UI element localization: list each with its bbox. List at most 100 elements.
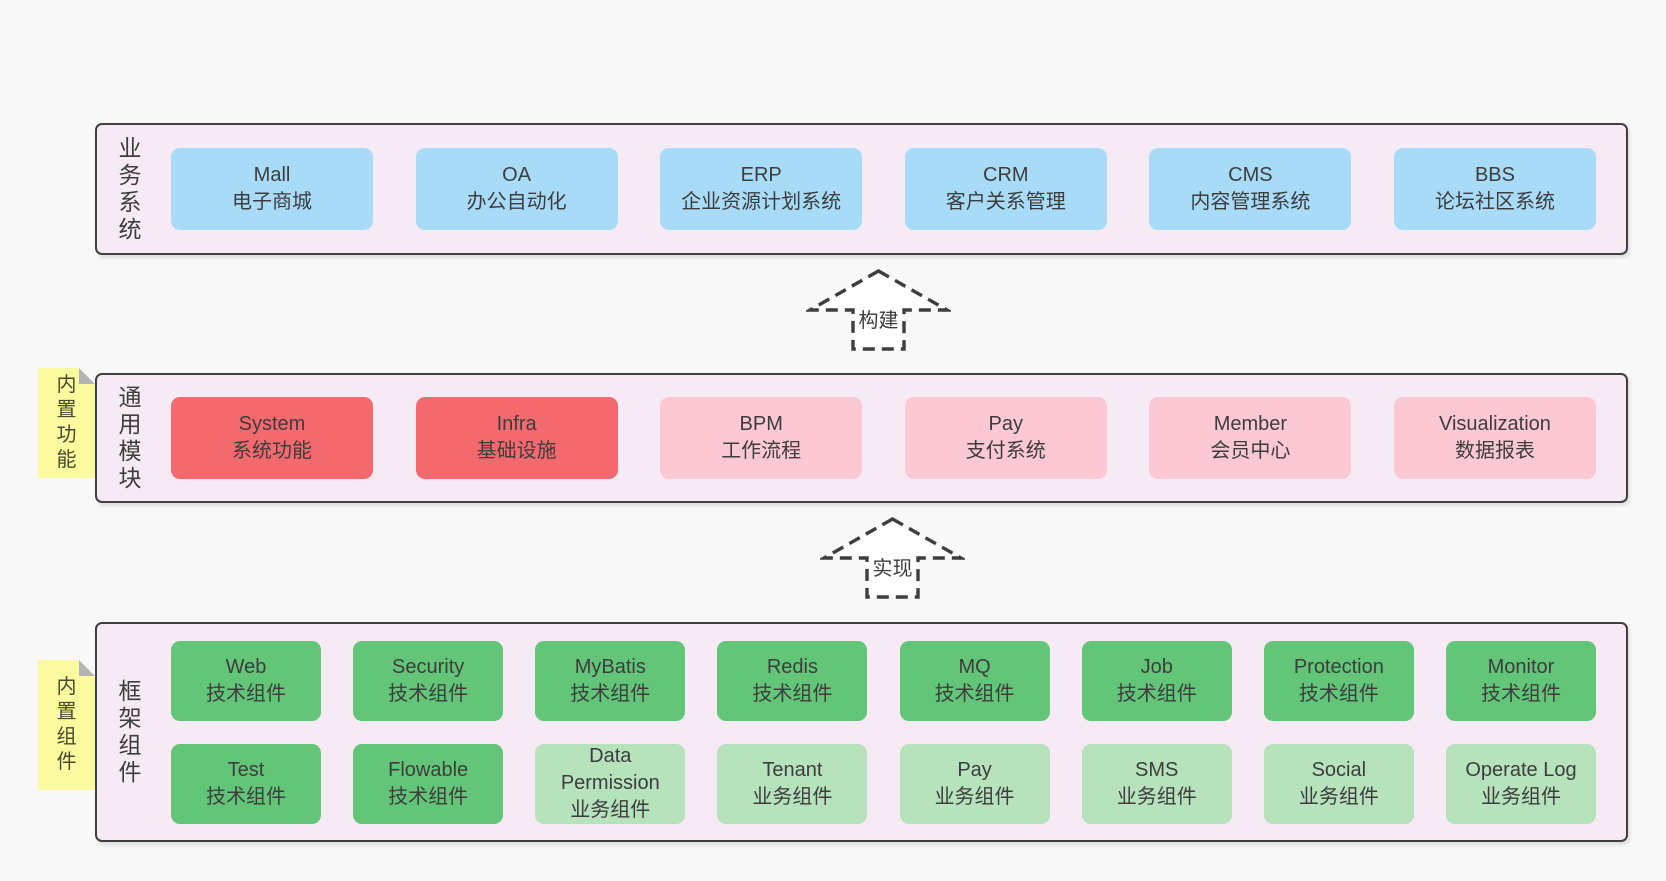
- box-pay: Pay 支付系统: [904, 397, 1107, 479]
- box-title-en: Web: [225, 655, 267, 678]
- box-title-zh: 系统功能: [232, 440, 312, 462]
- box-title-en: CMS: [1228, 164, 1273, 186]
- up-arrow-icon: [820, 517, 965, 599]
- box-title-en: MQ: [958, 655, 991, 678]
- box-bbs: BBS 论坛社区系统: [1393, 148, 1596, 230]
- box-title-zh: 业务组件: [1298, 785, 1379, 808]
- box-title-en: Security: [392, 655, 465, 678]
- common-modules-section: 通用模块 System 系统功能 Infra 基础设施 BPM 工作流程 Pay…: [95, 373, 1628, 503]
- box-title-en: Redis: [766, 655, 818, 678]
- business-systems-label: 业务系统: [118, 135, 142, 242]
- box-infra: Infra 基础设施: [415, 397, 618, 479]
- common-modules-boxes: System 系统功能 Infra 基础设施 BPM 工作流程 Pay 支付系统…: [143, 397, 1626, 479]
- box-mall: Mall 电子商城: [171, 148, 373, 230]
- box-title-en: Monitor: [1487, 655, 1555, 678]
- box-job: Job 技术组件: [1081, 640, 1232, 721]
- box-title-en: BPM: [739, 413, 783, 435]
- box-flowable: Flowable 技术组件: [353, 743, 504, 824]
- box-title-zh: 业务组件: [934, 785, 1015, 808]
- box-title-zh: 技术组件: [388, 785, 469, 808]
- box-monitor: Monitor 技术组件: [1445, 640, 1596, 721]
- box-title-zh: 企业资源计划系统: [681, 191, 842, 213]
- business-systems-boxes: Mall 电子商城 OA 办公自动化 ERP 企业资源计划系统 CRM 客户关系…: [143, 148, 1626, 230]
- box-title-en: Social: [1311, 758, 1367, 781]
- built-in-components-tag: 内置组件: [38, 660, 95, 790]
- box-title-zh: 业务组件: [1116, 785, 1197, 808]
- built-in-features-tag: 内置功能: [38, 368, 95, 478]
- box-web: Web 技术组件: [171, 640, 321, 721]
- box-title-en: Pay: [957, 758, 992, 781]
- box-title-zh: 技术组件: [752, 682, 833, 705]
- box-mq: MQ 技术组件: [899, 640, 1050, 721]
- box-title-en: CRM: [983, 164, 1029, 186]
- box-title-zh: 业务组件: [1480, 785, 1561, 808]
- box-bpm: BPM 工作流程: [660, 397, 863, 479]
- box-crm: CRM 客户关系管理: [904, 148, 1107, 230]
- box-title-en: Data Permission: [560, 745, 660, 794]
- box-title-zh: 电子商城: [232, 191, 312, 213]
- box-tenant: Tenant 业务组件: [717, 743, 868, 824]
- box-test: Test 技术组件: [171, 743, 321, 824]
- box-protection: Protection 技术组件: [1263, 640, 1414, 721]
- box-title-en: ERP: [740, 164, 782, 186]
- built-in-features-tag-label: 内置功能: [56, 374, 77, 471]
- framework-components-section: 框架组件 Web 技术组件 Security 技术组件 MyBatis 技术组件…: [95, 622, 1628, 842]
- box-title-zh: 业务组件: [570, 799, 651, 821]
- box-title-en: SMS: [1135, 758, 1179, 781]
- box-title-zh: 会员中心: [1210, 440, 1291, 462]
- framework-row-2: Test 技术组件 Flowable 技术组件 Data Permission …: [171, 743, 1596, 824]
- folded-corner-icon: [79, 660, 95, 676]
- box-erp: ERP 企业资源计划系统: [660, 148, 863, 230]
- box-mybatis: MyBatis 技术组件: [535, 640, 686, 721]
- box-title-zh: 办公自动化: [466, 191, 567, 213]
- built-in-components-tag-label: 内置组件: [56, 676, 77, 773]
- box-title-en: Tenant: [762, 758, 823, 781]
- box-pay-biz: Pay 业务组件: [899, 743, 1050, 824]
- box-sms: SMS 业务组件: [1081, 743, 1232, 824]
- box-title-zh: 内容管理系统: [1190, 191, 1311, 213]
- box-title-zh: 技术组件: [388, 682, 469, 705]
- implement-arrow-label: 实现: [872, 558, 913, 580]
- box-redis: Redis 技术组件: [717, 640, 868, 721]
- box-title-zh: 技术组件: [206, 785, 286, 808]
- box-title-en: Test: [227, 758, 265, 781]
- box-oa: OA 办公自动化: [415, 148, 618, 230]
- framework-components-label: 框架组件: [118, 678, 142, 785]
- box-title-en: Flowable: [388, 758, 469, 781]
- box-title-zh: 基础设施: [476, 440, 557, 462]
- build-arrow-label: 构建: [858, 310, 899, 332]
- box-social: Social 业务组件: [1263, 743, 1414, 824]
- build-arrow: 构建: [806, 268, 951, 352]
- framework-row-1: Web 技术组件 Security 技术组件 MyBatis 技术组件 Redi…: [171, 640, 1596, 721]
- box-title-zh: 客户关系管理: [945, 191, 1066, 213]
- box-title-en: MyBatis: [574, 655, 646, 678]
- box-title-zh: 技术组件: [934, 682, 1015, 705]
- box-title-en: OA: [502, 164, 532, 186]
- box-system: System 系统功能: [171, 397, 373, 479]
- folded-corner-icon: [79, 368, 95, 384]
- box-title-en: Job: [1140, 655, 1173, 678]
- box-title-zh: 工作流程: [721, 440, 802, 462]
- box-security: Security 技术组件: [353, 640, 504, 721]
- box-operate-log: Operate Log 业务组件: [1445, 743, 1596, 824]
- common-modules-label: 通用模块: [118, 384, 142, 491]
- box-title-zh: 业务组件: [752, 785, 833, 808]
- box-title-zh: 技术组件: [1116, 682, 1197, 705]
- box-visualization: Visualization 数据报表: [1393, 397, 1596, 479]
- box-title-zh: 技术组件: [570, 682, 651, 705]
- box-title-zh: 技术组件: [1298, 682, 1379, 705]
- box-title-en: Operate Log: [1465, 758, 1577, 781]
- box-title-en: Visualization: [1439, 413, 1551, 435]
- box-title-zh: 技术组件: [1480, 682, 1561, 705]
- box-member: Member 会员中心: [1149, 397, 1352, 479]
- box-title-zh: 支付系统: [965, 440, 1046, 462]
- box-title-en: Member: [1213, 413, 1288, 435]
- framework-components-rows: Web 技术组件 Security 技术组件 MyBatis 技术组件 Redi…: [143, 640, 1626, 824]
- implement-arrow: 实现: [820, 516, 965, 600]
- box-title-zh: 技术组件: [206, 682, 286, 705]
- box-title-en: System: [238, 413, 306, 435]
- box-title-zh: 论坛社区系统: [1434, 191, 1555, 213]
- business-systems-section: 业务系统 Mall 电子商城 OA 办公自动化 ERP 企业资源计划系统 CRM…: [95, 123, 1628, 255]
- box-data-permission: Data Permission 业务组件: [535, 743, 686, 824]
- up-arrow-icon: [806, 269, 951, 351]
